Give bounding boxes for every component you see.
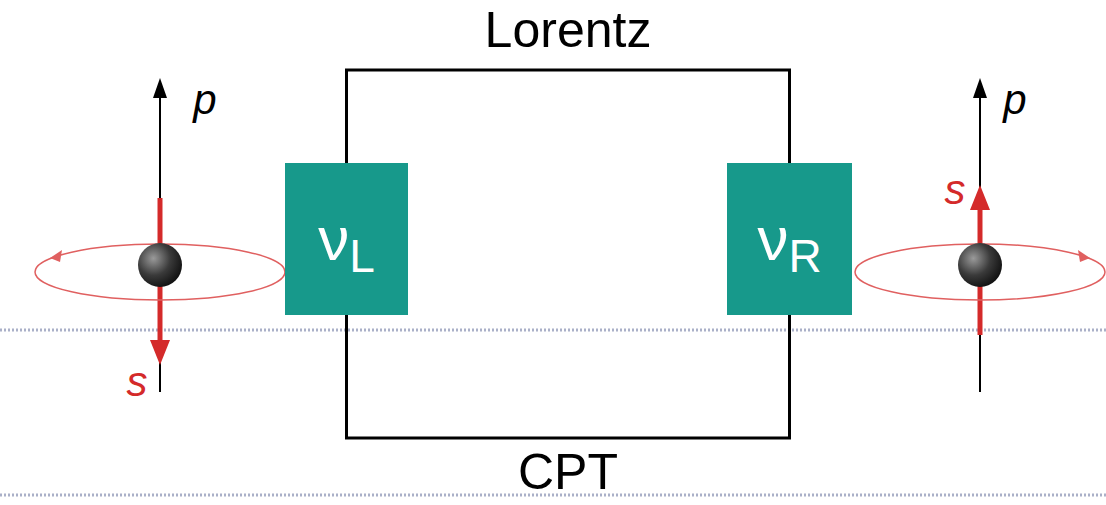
momentum-arrowhead bbox=[153, 78, 167, 98]
particle-ball bbox=[138, 243, 182, 287]
node-label: νR bbox=[757, 208, 821, 270]
rotation-arrowhead bbox=[1078, 250, 1090, 262]
dotted-rule bbox=[0, 329, 1106, 332]
edge-label: Lorentz bbox=[485, 5, 652, 55]
neutrino-box: νL bbox=[285, 163, 408, 315]
spin-axis bbox=[978, 285, 983, 335]
spin-arrow bbox=[158, 285, 163, 345]
momentum-axis bbox=[979, 90, 981, 392]
right-particle bbox=[855, 78, 1105, 392]
spin-axis bbox=[158, 198, 163, 245]
rotation-orbit bbox=[35, 244, 285, 300]
spin-arrow bbox=[978, 205, 983, 245]
momentum-label: p bbox=[193, 79, 216, 121]
rotation-orbit bbox=[855, 244, 1105, 300]
left-particle bbox=[35, 78, 285, 392]
momentum-arrowhead bbox=[973, 78, 987, 98]
edge-label: CPT bbox=[518, 447, 618, 497]
spin-arrowhead bbox=[150, 340, 170, 365]
momentum-label: p bbox=[1003, 79, 1026, 121]
particle-ball bbox=[958, 243, 1002, 287]
rotation-arrowhead bbox=[50, 250, 62, 262]
transformation-line bbox=[347, 70, 790, 163]
spin-label: s bbox=[945, 169, 966, 211]
transformation-line bbox=[347, 315, 790, 438]
spin-arrowhead bbox=[970, 185, 990, 210]
node-label: νL bbox=[318, 208, 375, 270]
neutrino-box: νR bbox=[727, 163, 852, 315]
spin-label: s bbox=[127, 361, 148, 403]
